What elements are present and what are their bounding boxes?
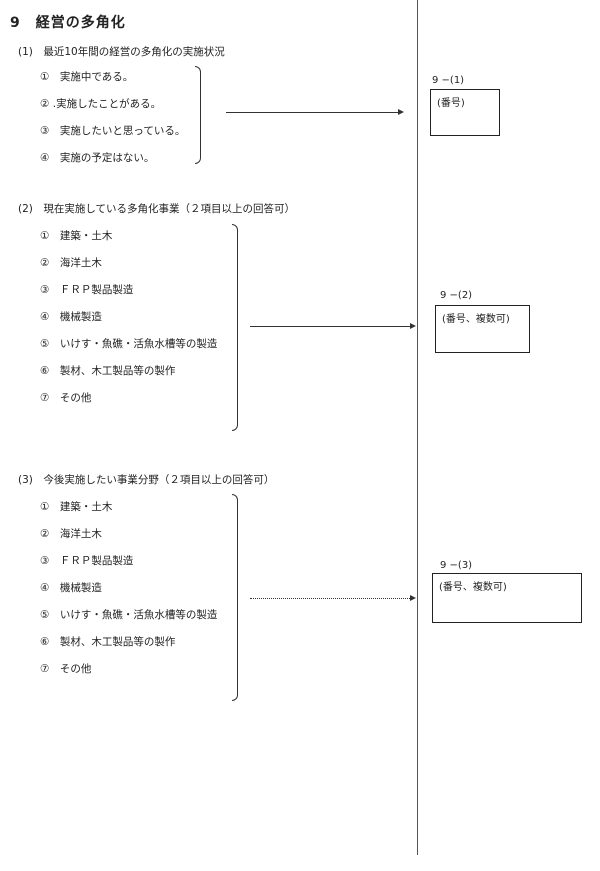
q1-option-2: ② .実施したことがある。 <box>40 98 162 110</box>
q2-label: (2) 現在実施している多角化事業（２項目以上の回答可） <box>18 203 296 215</box>
column-divider <box>417 0 418 855</box>
q1-arrow-line <box>226 112 398 113</box>
q1-answer-box[interactable]: (番号) <box>430 89 500 136</box>
q3-bracket <box>232 494 238 701</box>
q1-label: (1) 最近10年間の経営の多角化の実施状況 <box>18 46 225 58</box>
q3-option-4: ④ 機械製造 <box>40 582 102 594</box>
q1-code: 9 −(1) <box>432 75 465 86</box>
q2-option-4: ④ 機械製造 <box>40 311 102 323</box>
q1-option-4: ④ 実施の予定はない。 <box>40 152 155 164</box>
q2-option-5: ⑤ いけす・魚礁・活魚水槽等の製造 <box>40 338 218 350</box>
q2-bracket <box>232 224 238 431</box>
q1-option-3: ③ 実施したいと思っている。 <box>40 125 186 137</box>
q2-box-label: (番号、複数可) <box>442 314 510 325</box>
q1-arrow-head <box>398 109 404 115</box>
q2-option-3: ③ ＦＲＰ製品製造 <box>40 284 134 296</box>
section-title: 9 経営の多角化 <box>10 15 126 31</box>
q3-option-5: ⑤ いけす・魚礁・活魚水槽等の製造 <box>40 609 218 621</box>
q2-option-1: ① 建築・土木 <box>40 230 113 242</box>
q2-code: 9 −(2) <box>440 290 473 301</box>
q2-option-7: ⑦ その他 <box>40 392 92 404</box>
q3-answer-box[interactable]: (番号、複数可) <box>432 573 582 623</box>
q3-option-7: ⑦ その他 <box>40 663 92 675</box>
q1-bracket <box>195 66 201 164</box>
q3-option-2: ② 海洋土木 <box>40 528 102 540</box>
q2-arrow-line <box>250 326 410 327</box>
q3-arrow-head <box>410 595 416 601</box>
q1-option-1: ① 実施中である。 <box>40 71 134 83</box>
q3-arrow-line <box>250 598 410 599</box>
q3-option-6: ⑥ 製材、木工製品等の製作 <box>40 636 176 648</box>
q2-arrow-head <box>410 323 416 329</box>
q3-code: 9 −(3) <box>440 560 473 571</box>
q3-box-label: (番号、複数可) <box>439 582 507 593</box>
q3-option-1: ① 建築・土木 <box>40 501 113 513</box>
q3-label: (3) 今後実施したい事業分野（２項目以上の回答可） <box>18 474 275 486</box>
q1-box-label: (番号) <box>437 98 465 109</box>
q3-option-3: ③ ＦＲＰ製品製造 <box>40 555 134 567</box>
q2-answer-box[interactable]: (番号、複数可) <box>435 305 530 353</box>
q2-option-2: ② 海洋土木 <box>40 257 102 269</box>
q2-option-6: ⑥ 製材、木工製品等の製作 <box>40 365 176 377</box>
